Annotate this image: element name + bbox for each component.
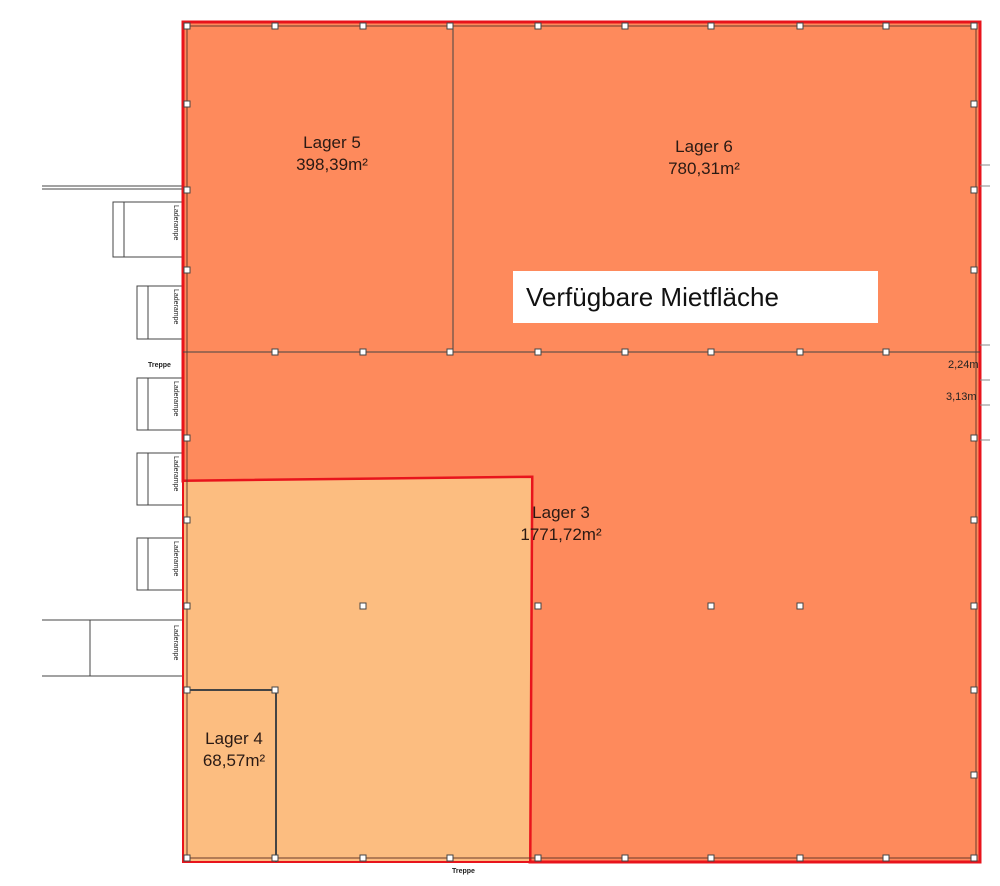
room-area: 1771,72m² — [520, 525, 602, 544]
column-marker — [183, 186, 191, 194]
room-label-lager-4: Lager 4 68,57m² — [186, 728, 282, 772]
column-marker — [183, 686, 191, 694]
column-marker — [534, 348, 542, 356]
column-marker — [970, 186, 978, 194]
room-label-lager-5: Lager 5 398,39m² — [262, 132, 402, 176]
column-marker — [446, 348, 454, 356]
column-markers — [183, 22, 978, 862]
room-label-lager-6: Lager 6 780,31m² — [634, 136, 774, 180]
column-marker — [183, 854, 191, 862]
column-marker — [359, 602, 367, 610]
column-marker — [707, 348, 715, 356]
stairs-label-left: Treppe — [148, 362, 171, 369]
room-label-lager-3: Lager 3 1771,72m² — [491, 502, 631, 546]
column-marker — [271, 854, 279, 862]
column-marker — [183, 100, 191, 108]
column-marker — [707, 854, 715, 862]
column-marker — [970, 854, 978, 862]
room-name: Lager 5 — [303, 133, 361, 152]
ramp-label: Laderampe — [172, 381, 179, 417]
column-marker — [271, 22, 279, 30]
column-marker — [534, 602, 542, 610]
non-available-area — [182, 475, 534, 863]
column-marker — [970, 100, 978, 108]
column-marker — [183, 22, 191, 30]
column-marker — [796, 22, 804, 30]
ramp-label: Laderampe — [172, 625, 179, 661]
room-name: Lager 6 — [675, 137, 733, 156]
stairs-label-bottom: Treppe — [452, 868, 475, 875]
column-marker — [359, 22, 367, 30]
column-marker — [882, 854, 890, 862]
ramp-label: Laderampe — [172, 205, 179, 241]
right-edge-lines — [980, 164, 990, 441]
column-marker — [970, 516, 978, 524]
column-marker — [621, 22, 629, 30]
column-marker — [183, 602, 191, 610]
column-marker — [970, 602, 978, 610]
column-marker — [621, 854, 629, 862]
room-area: 780,31m² — [668, 159, 740, 178]
column-marker — [271, 686, 279, 694]
column-marker — [882, 22, 890, 30]
room-area: 398,39m² — [296, 155, 368, 174]
ramp-label: Laderampe — [172, 289, 179, 325]
column-marker — [796, 602, 804, 610]
column-marker — [183, 516, 191, 524]
column-marker — [446, 22, 454, 30]
column-marker — [359, 348, 367, 356]
column-marker — [707, 602, 715, 610]
column-marker — [796, 348, 804, 356]
ramp-label: Laderampe — [172, 456, 179, 492]
exterior-lines — [42, 185, 183, 677]
column-marker — [970, 434, 978, 442]
room-area: 68,57m² — [202, 751, 266, 770]
column-marker — [970, 771, 978, 779]
column-marker — [446, 854, 454, 862]
column-marker — [183, 434, 191, 442]
column-marker — [271, 348, 279, 356]
dimension-label: 3,13m — [946, 391, 977, 403]
column-marker — [359, 854, 367, 862]
column-marker — [970, 266, 978, 274]
column-marker — [970, 22, 978, 30]
room-name: Lager 4 — [205, 729, 263, 748]
room-name: Lager 3 — [532, 503, 590, 522]
inner-frame — [186, 25, 977, 859]
column-marker — [970, 686, 978, 694]
column-marker — [796, 854, 804, 862]
column-marker — [621, 348, 629, 356]
available-space-callout: Verfügbare Mietfläche — [513, 271, 878, 323]
column-marker — [707, 22, 715, 30]
column-marker — [534, 22, 542, 30]
dimension-label: 2,24m — [948, 359, 979, 371]
loading-ramps — [112, 201, 184, 591]
column-marker — [534, 854, 542, 862]
column-marker — [183, 266, 191, 274]
column-marker — [882, 348, 890, 356]
ramp-label: Laderampe — [172, 541, 179, 577]
